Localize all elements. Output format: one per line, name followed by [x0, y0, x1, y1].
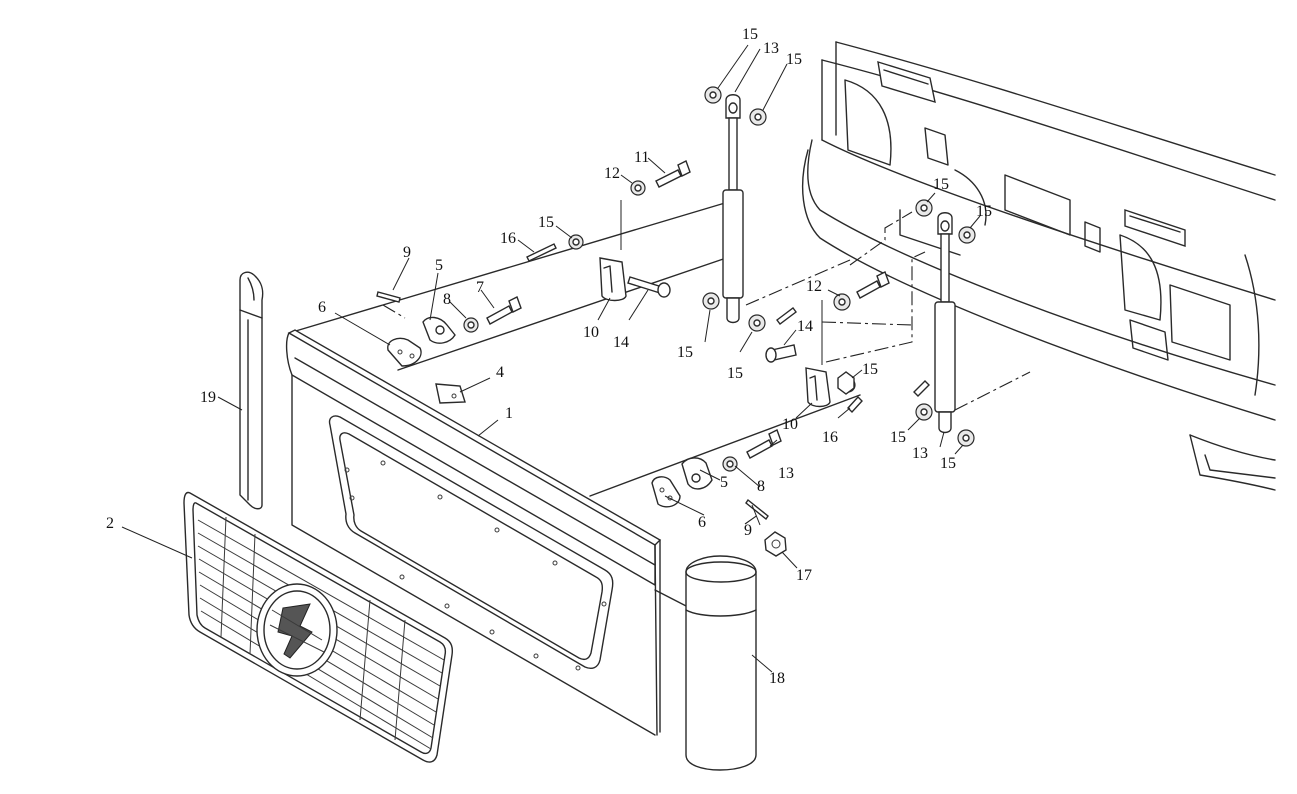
callout-17: 17: [796, 567, 812, 584]
callout-8-top: 8: [443, 291, 451, 308]
callout-labels: 1 2 4 5 5 6 6 7 8 8 9 9 10 10 11 12 12 1…: [106, 26, 992, 687]
callout-12-left: 12: [604, 165, 620, 182]
side-trim-strip: [239, 271, 264, 510]
callout-6-top: 6: [318, 299, 326, 316]
callout-15-b: 15: [786, 51, 802, 68]
callout-15-i: 15: [890, 429, 906, 446]
front-flap-panel: [285, 199, 861, 736]
callout-10-left: 10: [583, 324, 599, 341]
callout-8-bottom: 8: [757, 478, 765, 495]
callout-14-left: 14: [613, 334, 629, 351]
callout-14-right: 14: [797, 318, 813, 335]
gas-strut-left: [722, 94, 744, 324]
callout-16-right: 16: [822, 429, 838, 446]
assembly-lines: [382, 211, 1031, 525]
callout-1: 1: [505, 405, 513, 422]
cab-front-body: [802, 41, 1276, 491]
callout-15-g: 15: [933, 176, 949, 193]
gas-strut-right: [934, 212, 956, 434]
callout-2b: 2: [106, 515, 114, 532]
callout-18: 18: [769, 670, 785, 687]
callout-9-bottom: 9: [744, 522, 752, 539]
callout-6-bottom: 6: [698, 514, 706, 531]
callout-9-top: 9: [403, 244, 411, 261]
callout-11: 11: [634, 149, 649, 166]
callout-5-top: 5: [435, 257, 443, 274]
callout-5-bottom: 5: [720, 474, 728, 491]
hardware-parts: [376, 86, 976, 557]
touch-up-can: [685, 555, 757, 771]
callout-15-e: 15: [727, 365, 743, 382]
callout-15-c: 15: [538, 214, 554, 231]
grille: [183, 491, 454, 763]
callout-15-d: 15: [677, 344, 693, 361]
callout-4: 4: [496, 364, 504, 381]
callout-15-a: 15: [742, 26, 758, 43]
callout-19: 19: [200, 389, 216, 406]
callout-13-mid: 13: [778, 465, 794, 482]
callout-13-top: 13: [763, 40, 779, 57]
callout-12-right: 12: [806, 278, 822, 295]
callout-15-h: 15: [976, 203, 992, 220]
callout-10-right: 10: [782, 416, 798, 433]
leader-lines: [121, 44, 981, 673]
callout-13-right: 13: [912, 445, 928, 462]
callout-15-f: 15: [862, 361, 878, 378]
callout-15-j: 15: [940, 455, 956, 472]
callout-7: 7: [476, 279, 484, 296]
callout-16-left: 16: [500, 230, 516, 247]
